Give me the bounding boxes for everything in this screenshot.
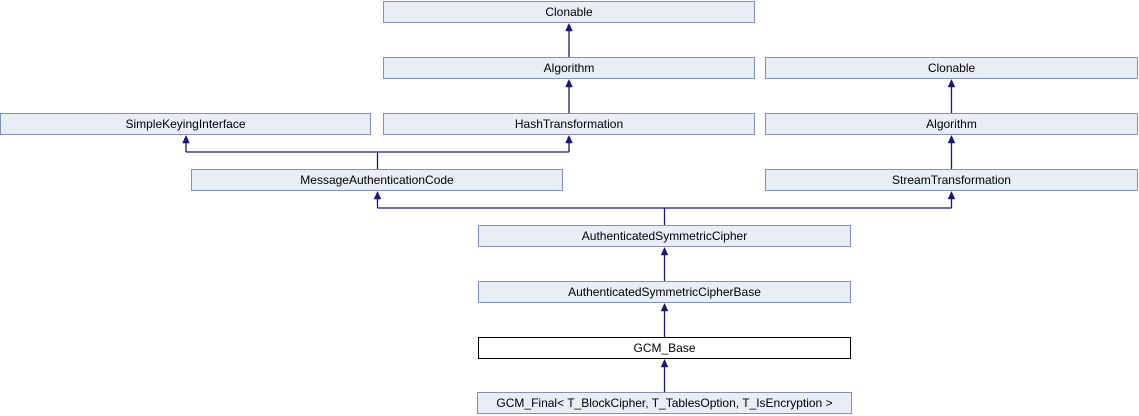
- arrow-up-icon: [660, 302, 669, 312]
- arrow-up-icon: [565, 134, 573, 144]
- edge-algorithm-clonable: [565, 22, 573, 57]
- edge-ascbase-asc: [660, 246, 669, 281]
- node-authenticated-symmetric-cipher-base[interactable]: AuthenticatedSymmetricCipherBase: [478, 281, 851, 303]
- node-hash-transformation[interactable]: HashTransformation: [383, 113, 755, 135]
- arrow-up-icon: [947, 134, 956, 144]
- node-algorithm-right[interactable]: Algorithm: [765, 113, 1138, 135]
- node-message-authentication-code[interactable]: MessageAuthenticationCode: [191, 169, 563, 191]
- edge-gcmfinal-gcmbase: [660, 358, 669, 392]
- arrow-up-icon: [660, 358, 669, 368]
- node-gcm-final[interactable]: GCM_Final< T_BlockCipher, T_TablesOption…: [477, 392, 852, 414]
- node-simple-keying-interface[interactable]: SimpleKeyingInterface: [0, 113, 371, 135]
- arrow-up-icon: [947, 78, 956, 88]
- node-authenticated-symmetric-cipher[interactable]: AuthenticatedSymmetricCipher: [478, 225, 851, 247]
- arrow-up-icon: [947, 190, 956, 200]
- edge-hashtransformation-algorithm: [565, 78, 573, 113]
- node-clonable-right[interactable]: Clonable: [765, 57, 1138, 79]
- arrow-up-icon: [660, 246, 669, 256]
- node-stream-transformation[interactable]: StreamTransformation: [765, 169, 1138, 191]
- edge-algorithm-right-clonable-right: [947, 78, 956, 113]
- edge-gcmbase-ascbase: [660, 302, 669, 337]
- edge-mac-simplekeyinginterface-hashtransformation: [182, 134, 573, 169]
- edge-asc-mac-streamtransformation: [373, 190, 956, 225]
- node-algorithm-mid[interactable]: Algorithm: [383, 57, 755, 79]
- arrow-up-icon: [182, 134, 190, 144]
- edge-streamtransformation-algorithm-right: [947, 134, 956, 169]
- arrow-up-icon: [565, 22, 573, 32]
- node-gcm-base: GCM_Base: [478, 337, 851, 359]
- arrow-up-icon: [565, 78, 573, 88]
- node-clonable-top[interactable]: Clonable: [383, 1, 755, 23]
- arrow-up-icon: [373, 190, 382, 200]
